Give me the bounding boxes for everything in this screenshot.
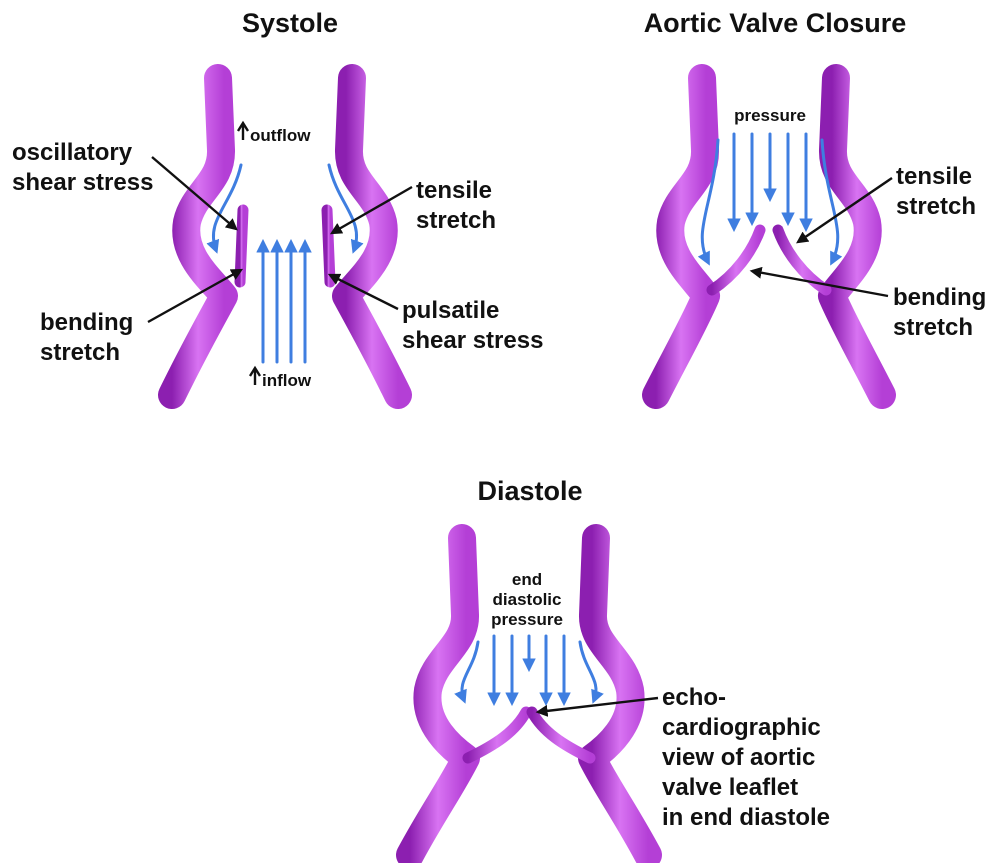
- systole-bending-line1: bending: [40, 309, 133, 336]
- diastole-flow-arrows: [462, 636, 596, 702]
- outflow-up-icon: [238, 123, 248, 140]
- closure-left-wall: [656, 78, 706, 395]
- pulsatile-label-line1: pulsatile: [402, 297, 499, 324]
- oscillatory-label-line1: oscillatory: [12, 139, 133, 166]
- closure-tensile-line2: stretch: [896, 193, 976, 220]
- closure-tensile-line1: tensile: [896, 163, 972, 190]
- systole-right-leaflet: [327, 210, 330, 282]
- oscillatory-label-line2: shear stress: [12, 169, 153, 196]
- closure-vessel: [656, 78, 882, 395]
- echo-line5: in end diastole: [662, 804, 830, 831]
- systole-flow-arrows: [213, 165, 356, 362]
- systole-panel: Systole outflow inflow oscillatory shear…: [12, 8, 543, 395]
- diastole-right-wall: [592, 538, 648, 855]
- echo-line4: valve leaflet: [662, 774, 798, 801]
- diastole-right-leaflet: [532, 712, 590, 758]
- systole-title: Systole: [242, 8, 338, 38]
- systole-tensile-line1: tensile: [416, 177, 492, 204]
- closure-bending-line2: stretch: [893, 314, 973, 341]
- echo-line1: echo-: [662, 684, 726, 711]
- systole-bending-line2: stretch: [40, 339, 120, 366]
- systole-left-wall: [172, 78, 224, 395]
- closure-bending-line1: bending: [893, 284, 986, 311]
- systole-right-wall: [346, 78, 398, 395]
- diastole-left-leaflet: [468, 712, 526, 758]
- closure-right-wall: [832, 78, 882, 395]
- systole-tensile-line2: stretch: [416, 207, 496, 234]
- closure-flow-arrows: [702, 134, 838, 262]
- diastole-pressure-line3: pressure: [491, 610, 563, 629]
- echo-line2: cardiographic: [662, 714, 821, 741]
- closure-bending-annotation: bending stretch: [752, 271, 986, 341]
- diastole-pressure-line2: diastolic: [493, 590, 562, 609]
- inflow-label: inflow: [262, 371, 312, 390]
- pulsatile-label-line2: shear stress: [402, 327, 543, 354]
- closure-title: Aortic Valve Closure: [644, 8, 907, 38]
- closure-left-leaflet: [712, 230, 760, 290]
- echo-line3: view of aortic: [662, 744, 815, 771]
- closure-panel: Aortic Valve Closure pressure tensile st…: [644, 8, 987, 395]
- diastole-left-wall: [410, 538, 466, 855]
- diastole-pressure-line1: end: [512, 570, 542, 589]
- diastole-title: Diastole: [477, 476, 582, 506]
- diastole-panel: Diastole end diastolic pressure echo- ca…: [410, 476, 830, 855]
- closure-pressure-label: pressure: [734, 106, 806, 125]
- inflow-up-icon: [250, 368, 260, 385]
- outflow-label: outflow: [250, 126, 311, 145]
